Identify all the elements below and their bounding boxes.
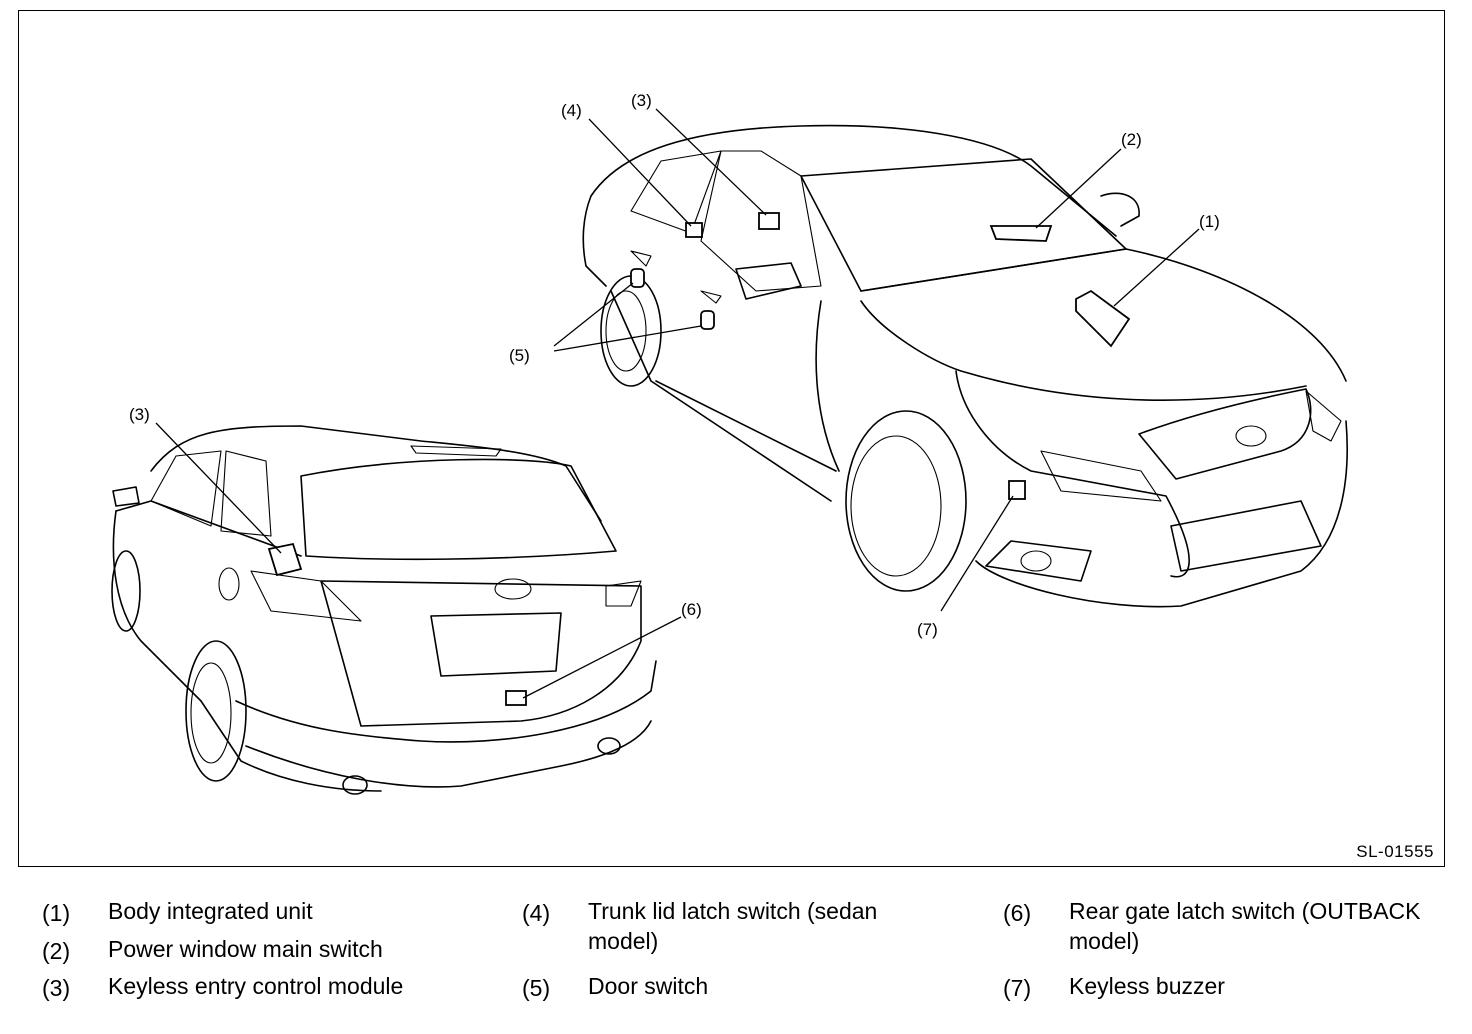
diagram-frame: (4) (3) (2) (1) (5) (3) (6) (7) SL-01555: [18, 10, 1445, 867]
door-switch-marker-front: [700, 310, 715, 330]
legend-text-2: Power window main switch: [108, 936, 383, 962]
power-window-switch-marker: [989, 225, 1053, 242]
callout-1: (1): [1199, 212, 1220, 231]
rear-gate-latch-switch-marker: [505, 690, 527, 706]
legend-text-1: Body integrated unit: [108, 898, 313, 924]
legend-text-7: Keyless buzzer: [1069, 973, 1225, 999]
legend-num-2: (2): [42, 938, 71, 964]
keyless-entry-module-marker-sedan: [758, 212, 780, 230]
legend: (1) Body integrated unit (2) Power windo…: [0, 898, 1472, 1018]
wagon-illustration: [111, 425, 657, 795]
callout-5: (5): [509, 346, 530, 365]
callout-2: (2): [1121, 130, 1142, 149]
legend-num-1: (1): [42, 900, 71, 926]
body-integrated-unit-marker: [1075, 289, 1131, 348]
callout-3-sedan: (3): [631, 91, 652, 110]
legend-num-6: (6): [1003, 900, 1032, 926]
legend-num-5: (5): [522, 975, 551, 1001]
callout-6: (6): [681, 600, 702, 619]
keyless-entry-module-marker-wagon: [267, 542, 303, 577]
legend-text-6: Rear gate latch switch (OUTBACK model): [1069, 898, 1421, 954]
callout-labels: (4) (3) (2) (1) (5) (3) (6) (7): [129, 91, 1220, 639]
legend-num-7: (7): [1003, 975, 1032, 1001]
legend-text-5: Door switch: [588, 973, 709, 999]
callout-7: (7): [917, 620, 938, 639]
keyless-buzzer-marker: [1008, 480, 1026, 500]
door-switch-marker-rear: [630, 268, 645, 288]
trunk-latch-switch-marker: [685, 222, 703, 238]
callout-4: (4): [561, 101, 582, 120]
vehicle-diagram: (4) (3) (2) (1) (5) (3) (6) (7): [111, 91, 1348, 795]
figure-reference: SL-01555: [1356, 842, 1434, 861]
sedan-illustration: [582, 124, 1348, 608]
legend-text-3: Keyless entry control module: [108, 973, 404, 999]
leader-lines: [155, 108, 1200, 699]
legend-text-4: Trunk lid latch switch (sedan model): [588, 898, 878, 954]
legend-num-3: (3): [42, 975, 71, 1001]
callout-3-wagon: (3): [129, 405, 150, 424]
legend-num-4: (4): [522, 900, 551, 926]
